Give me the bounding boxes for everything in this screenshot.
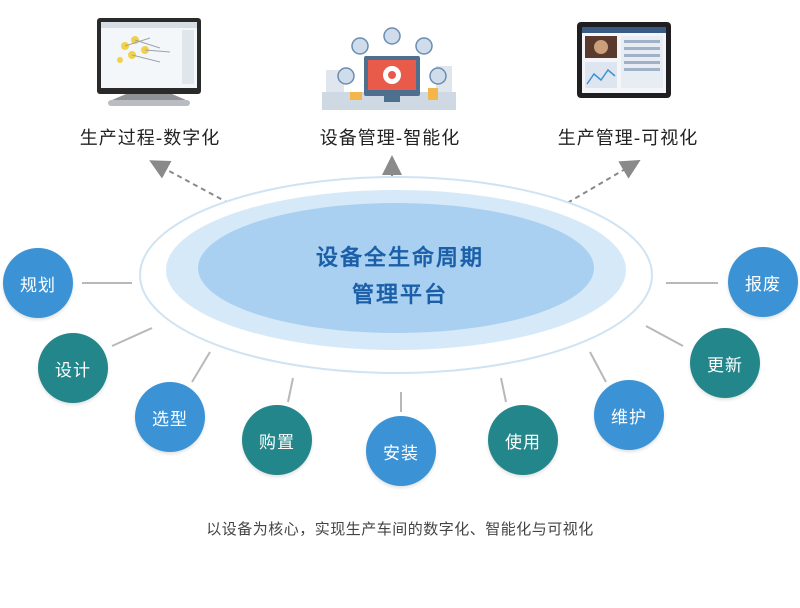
stage-label: 报废 [745, 274, 781, 295]
stage-label: 使用 [505, 432, 541, 453]
core-title-line2: 管理平台 [351, 283, 448, 308]
stage-label: 选型 [152, 409, 188, 430]
stage-node-xuanxing: 选型 [135, 382, 205, 452]
stage-label: 设计 [55, 360, 91, 381]
stage-label: 规划 [20, 275, 56, 296]
monitor-process-flow-icon [97, 18, 201, 106]
core-title-line1: 设备全生命周期 [315, 246, 484, 271]
arrow-left [149, 160, 246, 213]
bottom-caption: 以设备为核心，实现生产车间的数字化、智能化与可视化 [206, 520, 594, 538]
core-inner [198, 203, 594, 333]
stage-node-shiyong: 使用 [488, 405, 558, 475]
top-label-production-digital: 生产过程-数字化 [79, 128, 221, 149]
stage-node-baofei: 报废 [728, 247, 798, 317]
connector-weihu [589, 351, 607, 383]
stage-node-gengxin: 更新 [690, 328, 760, 398]
top-label-equipment-smart: 设备管理-智能化 [319, 128, 461, 149]
stage-node-weihu: 维护 [594, 380, 664, 450]
dashboard-monitor-icon [577, 22, 671, 98]
stage-label: 购置 [259, 432, 295, 453]
connector-shiyong [500, 377, 507, 403]
connector-lines [82, 282, 718, 412]
stage-node-anzhuang: 安装 [366, 416, 436, 486]
arrow-right [551, 159, 641, 213]
connector-gouzhi [287, 377, 294, 403]
connector-gengxin [645, 325, 684, 347]
stage-node-gouzhi: 购置 [242, 405, 312, 475]
stage-label: 维护 [611, 407, 647, 428]
stage-node-guihua: 规划 [3, 248, 73, 318]
stage-label: 更新 [707, 355, 743, 376]
stage-node-sheji: 设计 [38, 333, 108, 403]
smart-equipment-hub-icon [322, 27, 456, 110]
connector-sheji [111, 327, 153, 347]
stage-label: 安装 [383, 443, 419, 464]
connector-xuanxing [191, 351, 211, 383]
top-label-management-visual: 生产管理-可视化 [557, 128, 699, 149]
